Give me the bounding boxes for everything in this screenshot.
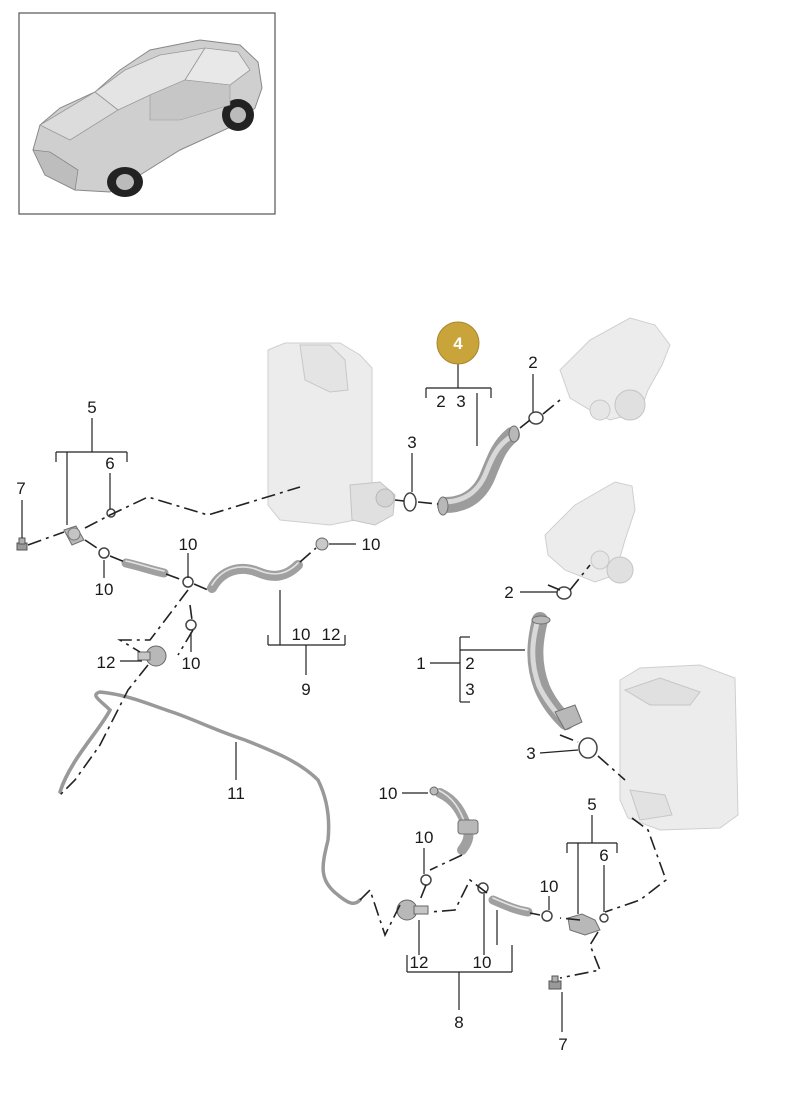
clamp-f <box>541 910 553 922</box>
left-intercooler <box>267 342 396 526</box>
callout-group4-b: 3 <box>456 392 465 411</box>
upper-turbocharger <box>559 317 671 421</box>
gasket-upper-turbo <box>528 411 544 425</box>
callout-group8-8: 8 <box>454 1013 463 1032</box>
callout-10-b: 10 <box>179 535 198 554</box>
seal-lower-right <box>599 913 609 923</box>
badge-label: 4 <box>453 334 463 353</box>
callout-group1-2: 2 <box>465 654 474 673</box>
callout-lower-10-a: 10 <box>379 784 398 803</box>
callout-10-d: 10 <box>362 535 381 554</box>
charge-air-pipe-upper <box>437 425 520 516</box>
assembly-badge[interactable]: 4 <box>436 321 480 365</box>
clip-lower <box>429 786 439 796</box>
screw-upper-left <box>16 537 28 551</box>
suv-illustration <box>32 39 263 197</box>
clamp-d <box>420 874 432 886</box>
clamp-upper-right <box>315 537 329 551</box>
callout-group9-12: 12 <box>322 625 341 644</box>
callout-lower-10-b: 10 <box>415 828 434 847</box>
callout-right-6: 6 <box>599 846 608 865</box>
callout-12-a: 12 <box>97 653 116 672</box>
lower-turbocharger <box>544 481 636 584</box>
callout-labels: 2 3 2 3 5 6 7 10 10 10 10 12 10 12 9 2 1… <box>16 353 608 1054</box>
hose-curved-upper <box>207 560 303 593</box>
vehicle-thumbnail <box>18 12 276 215</box>
clamp-e <box>477 882 489 894</box>
callout-left-6: 6 <box>105 454 114 473</box>
assembly-lines <box>27 399 667 979</box>
valve-mid-left <box>137 645 167 667</box>
screw-lower-right <box>548 975 562 990</box>
callout-top-3: 3 <box>407 433 416 452</box>
badge-circle <box>436 321 480 365</box>
callout-top-2: 2 <box>528 353 537 372</box>
callout-group1-1: 1 <box>416 654 425 673</box>
callout-left-5: 5 <box>87 398 96 417</box>
charge-air-pipe-lower <box>527 612 583 731</box>
callout-mid-3: 3 <box>526 744 535 763</box>
right-intercooler <box>619 664 739 831</box>
o-ring-lower <box>578 737 598 759</box>
callout-10-c: 10 <box>182 654 201 673</box>
gasket-lower-turbo <box>556 586 572 600</box>
callout-group8-12: 12 <box>410 953 429 972</box>
callout-group9-9: 9 <box>301 680 310 699</box>
clamp-a <box>98 547 110 559</box>
callout-group1-3: 3 <box>465 680 474 699</box>
callout-10-a: 10 <box>95 580 114 599</box>
callout-right-5: 5 <box>587 795 596 814</box>
callout-group8-10: 10 <box>473 953 492 972</box>
hose-elbow-lower <box>435 788 479 855</box>
callout-mid-2: 2 <box>504 583 513 602</box>
clamp-b <box>182 576 194 588</box>
callout-group9-10: 10 <box>292 625 311 644</box>
valve-upper-left <box>63 525 85 546</box>
valve-lower-right <box>567 913 601 936</box>
callout-lower-10-c: 10 <box>540 877 559 896</box>
o-ring-top <box>403 492 417 512</box>
clamp-c <box>185 619 197 631</box>
leader-lines <box>21 362 618 1032</box>
callout-left-7: 7 <box>16 479 25 498</box>
vacuum-line-long <box>58 690 362 905</box>
hose-short-lower <box>488 895 533 917</box>
hose-short-upper-left <box>121 558 169 578</box>
callout-right-7: 7 <box>558 1035 567 1054</box>
callout-group4-a: 2 <box>436 392 445 411</box>
callout-11: 11 <box>227 784 245 803</box>
valve-lower <box>396 899 429 921</box>
